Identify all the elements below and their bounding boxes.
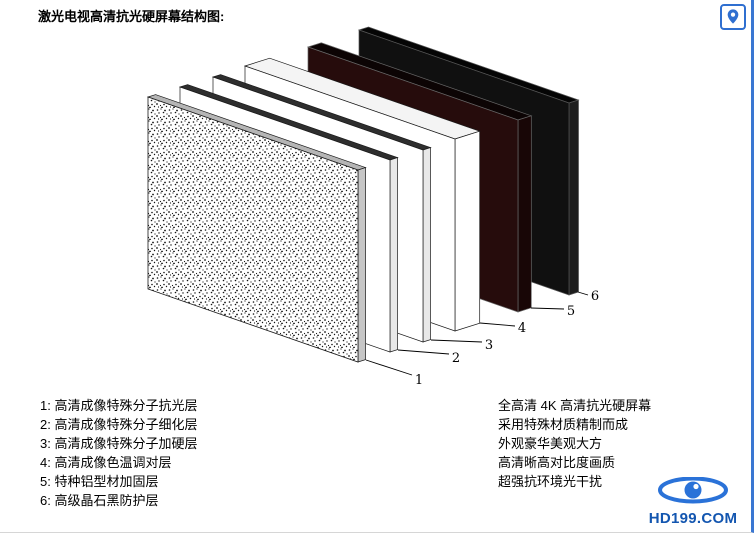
layer-3-side-face <box>422 147 431 343</box>
location-pin-button[interactable] <box>720 4 746 30</box>
layer-number-2: 2 <box>452 351 460 366</box>
legend-item: 5: 特种铝型材加固层 <box>40 474 159 489</box>
leader-line-5 <box>530 307 565 310</box>
leader-line-4 <box>479 322 516 327</box>
layer-5-side-face <box>517 115 532 313</box>
layer-number-5: 5 <box>567 304 575 319</box>
layer-4-side-face <box>454 130 481 332</box>
page-title: 激光电视高清抗光硬屏幕结构图: <box>38 9 225 24</box>
layer-1-front-face <box>147 96 359 363</box>
feature-item: 高清晰高对比度画质 <box>498 455 616 470</box>
leader-line-1 <box>365 359 413 376</box>
feature-item: 超强抗环境光干扰 <box>498 474 603 489</box>
hd199-logo[interactable]: HD199.COM <box>641 476 745 527</box>
feature-item: 外观豪华美观大方 <box>498 436 603 451</box>
legend-item: 1: 高清成像特殊分子抗光层 <box>40 398 198 413</box>
logo-text: HD199.COM <box>648 510 738 527</box>
layer-number-6: 6 <box>591 289 599 304</box>
legend-item: 6: 高级晶石黑防护层 <box>40 493 159 508</box>
layer-number-3: 3 <box>485 338 493 353</box>
layer-1-side-face <box>357 167 366 363</box>
location-pin-icon <box>727 9 739 24</box>
layer-legend: 1: 高清成像特殊分子抗光层 2: 高清成像特殊分子细化层 3: 高清成像特殊分… <box>40 396 197 510</box>
layer-6-side-face <box>568 99 579 296</box>
leader-line-3 <box>430 339 483 343</box>
leader-lines <box>365 291 589 376</box>
feature-item: 采用特殊材质精制而成 <box>498 417 629 432</box>
feature-item: 全高清 4K 高清抗光硬屏幕 <box>498 398 652 413</box>
legend-item: 3: 高清成像特殊分子加硬层 <box>40 436 198 451</box>
feature-list: 全高清 4K 高清抗光硬屏幕 采用特殊材质精制而成 外观豪华美观大方 高清晰高对… <box>498 396 651 491</box>
legend-item: 4: 高清成像色温调对层 <box>40 455 172 470</box>
layer-number-4: 4 <box>518 321 526 336</box>
layer-number-1: 1 <box>415 373 423 388</box>
legend-item: 2: 高清成像特殊分子细化层 <box>40 417 198 432</box>
layer-2-side-face <box>389 157 398 353</box>
eye-icon <box>658 476 728 504</box>
layer-1-panel <box>146 94 367 363</box>
leader-line-2 <box>397 349 450 355</box>
leader-line-6 <box>577 291 589 296</box>
